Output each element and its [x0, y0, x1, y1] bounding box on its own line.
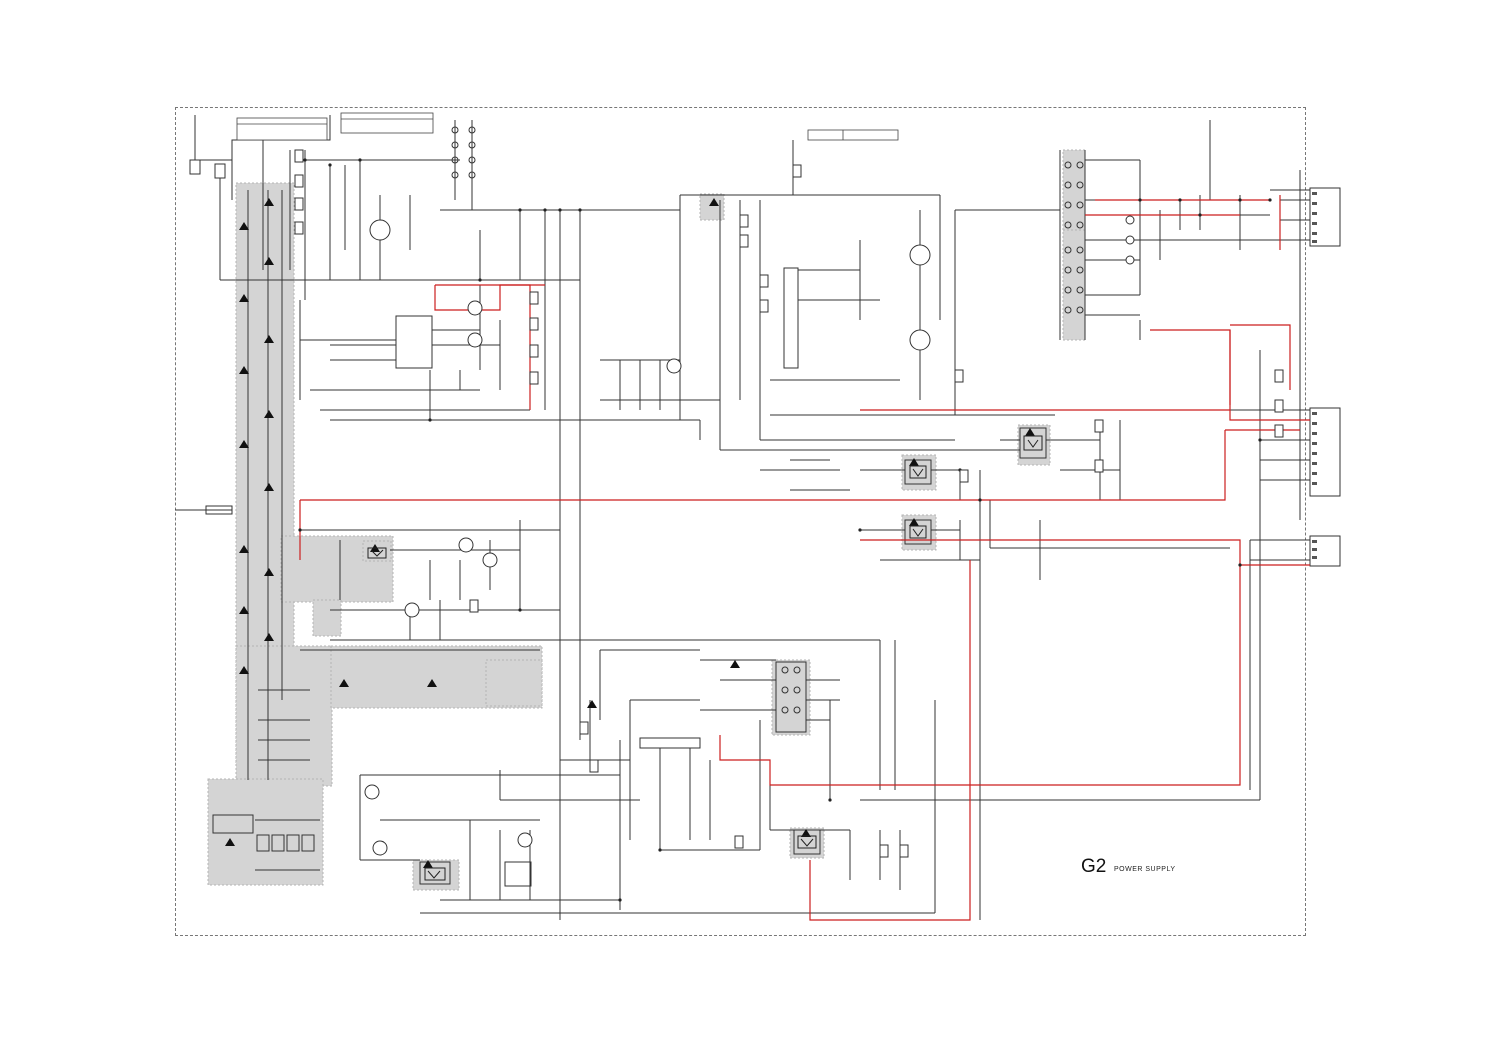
connector-icon: [1312, 192, 1317, 559]
wiring-network: [175, 115, 1341, 920]
warning-triangle-icon: [225, 198, 1035, 868]
board-subtitle: POWER SUPPLY: [1114, 866, 1176, 873]
transformer-icon: [451, 126, 1084, 714]
schematic-frame: [175, 107, 1306, 936]
safety-shaded-regions: [207, 149, 1086, 891]
reference-tables: [236, 112, 899, 141]
highlighted-signal-traces: [299, 195, 1310, 921]
board-title: G2: [1081, 856, 1107, 877]
transistor-symbols: [364, 215, 1135, 856]
component-symbols: [189, 149, 1284, 858]
wire-junctions: [298, 158, 1272, 902]
optocoupler-icon: [367, 435, 1043, 881]
